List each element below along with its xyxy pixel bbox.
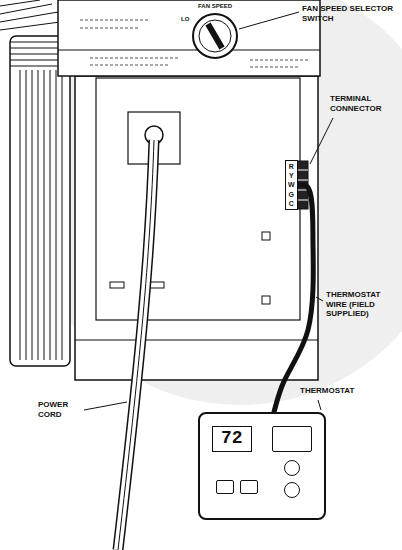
up-button: [284, 460, 300, 476]
background-circle: [25, 0, 402, 405]
panel-marking: LO: [181, 16, 193, 23]
unit-housing: [75, 76, 318, 380]
panel-edge: [58, 50, 320, 51]
grille-fins: [10, 42, 70, 360]
leader-line: [318, 400, 321, 410]
power-cord: [118, 140, 154, 550]
leader-line: [316, 297, 323, 301]
callout-label: POWER CORD: [38, 400, 84, 419]
thermostat-wire: [274, 185, 313, 412]
mounting-slot: [150, 282, 164, 288]
base-edge: [75, 339, 318, 340]
terminal-letter: W: [288, 180, 295, 189]
grille-frame: [10, 36, 70, 366]
mode-button: [216, 480, 234, 494]
callout-label: THERMOSTAT: [300, 386, 370, 396]
thermostat-screen: [272, 426, 312, 452]
terminal-letter: Y: [288, 171, 295, 180]
terminal-letter: G: [288, 190, 295, 199]
temperature-reading: 72: [221, 429, 243, 449]
power-cord: [118, 140, 154, 550]
control-box-plate: [96, 78, 300, 320]
leader-line: [310, 118, 333, 164]
mounting-slot: [110, 282, 124, 288]
panel-marking: FAN SPEED: [185, 3, 245, 10]
control-panel: [58, 0, 320, 76]
terminal-connector: RYWGC: [285, 160, 298, 210]
terminal-letter: R: [288, 162, 295, 171]
down-button: [284, 482, 300, 498]
knob-face: [199, 20, 231, 52]
thermostat-display: 72: [212, 426, 252, 452]
knob-pointer: [205, 22, 224, 49]
callout-label: TERMINAL CONNECTOR: [330, 94, 396, 113]
callout-label: FAN SPEED SELECTOR SWITCH: [302, 4, 396, 23]
terminal-letter: C: [288, 199, 295, 208]
power-cord: [118, 140, 154, 550]
fan-speed-knob: [193, 14, 237, 58]
mounting-hole: [262, 296, 270, 304]
fan-button: [240, 480, 258, 494]
callout-label: THERMOSTAT WIRE (FIELD SUPPLIED): [326, 290, 398, 319]
leader-line: [84, 402, 127, 410]
mounting-hole: [262, 232, 270, 240]
thermostat-body: 72: [198, 412, 326, 520]
grille-fins: [0, 0, 60, 30]
leader-line: [239, 12, 299, 29]
